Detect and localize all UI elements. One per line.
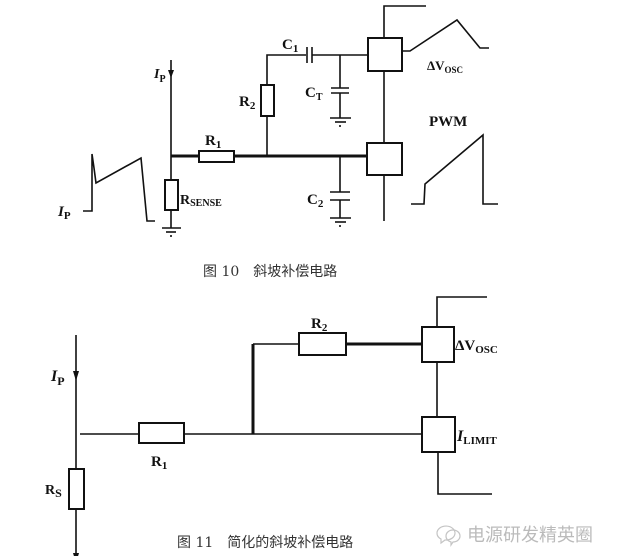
- pwm-waveform: [411, 133, 498, 205]
- rs-label: RS: [45, 483, 62, 500]
- figure-11-caption: 图 11 简化的斜坡补偿电路: [177, 534, 353, 551]
- pwm-label: PWM: [429, 114, 467, 130]
- r2-label: R2: [239, 94, 256, 112]
- wechat-icon: [436, 525, 461, 547]
- pwm-block: [366, 142, 403, 176]
- down-arrow-icon: [73, 553, 79, 556]
- osc-waveform: [402, 18, 489, 52]
- r2-resistor: [260, 84, 275, 117]
- osc-top-wire: [383, 5, 426, 38]
- figure-10-caption: 图 10 斜坡补偿电路: [203, 264, 337, 280]
- r2-resistor: [298, 332, 347, 356]
- c1-label: C1: [282, 37, 298, 55]
- watermark: 电源研发精英圈: [436, 525, 593, 547]
- rsense-resistor: [164, 179, 179, 211]
- ip-waveform: [83, 153, 155, 222]
- watermark-text: 电源研发精英圈: [467, 525, 593, 546]
- rs-resistor: [68, 468, 85, 510]
- ip-wave-label: IP: [57, 204, 71, 222]
- ilimit-label: ILIMIT: [456, 428, 498, 447]
- r1-label: R1: [151, 454, 167, 472]
- dvosc-label: ΔVOSC: [455, 338, 498, 356]
- r2-label: R2: [311, 316, 328, 334]
- ip-top-label: IP: [153, 67, 166, 85]
- r1-label: R1: [205, 133, 221, 151]
- ilimit-block: [421, 416, 456, 453]
- dvosc-label: ΔVOSC: [427, 58, 463, 75]
- oscillator-block: [367, 37, 403, 72]
- c2-label: C2: [307, 192, 324, 210]
- r1-resistor: [138, 422, 185, 444]
- oscillator-block: [421, 326, 455, 363]
- ct-label: CT: [305, 85, 323, 103]
- rsense-label: RSENSE: [180, 193, 222, 209]
- r2-upper-wire: [266, 54, 306, 85]
- figure-10: IP RSENSE R1 R2 C1 CT: [57, 5, 498, 280]
- osc-top-wire: [436, 296, 487, 327]
- ilimit-bottom-wire: [437, 452, 492, 495]
- ip-label: IP: [50, 368, 65, 388]
- figure-11: IP RS R1 R2 ΔVOSC ILIMIT 图 11 简化的斜坡补偿电路: [45, 296, 498, 556]
- ip-arrow-icon: [73, 371, 79, 381]
- r1-resistor: [198, 150, 235, 163]
- ip-arrow-icon: [168, 70, 174, 78]
